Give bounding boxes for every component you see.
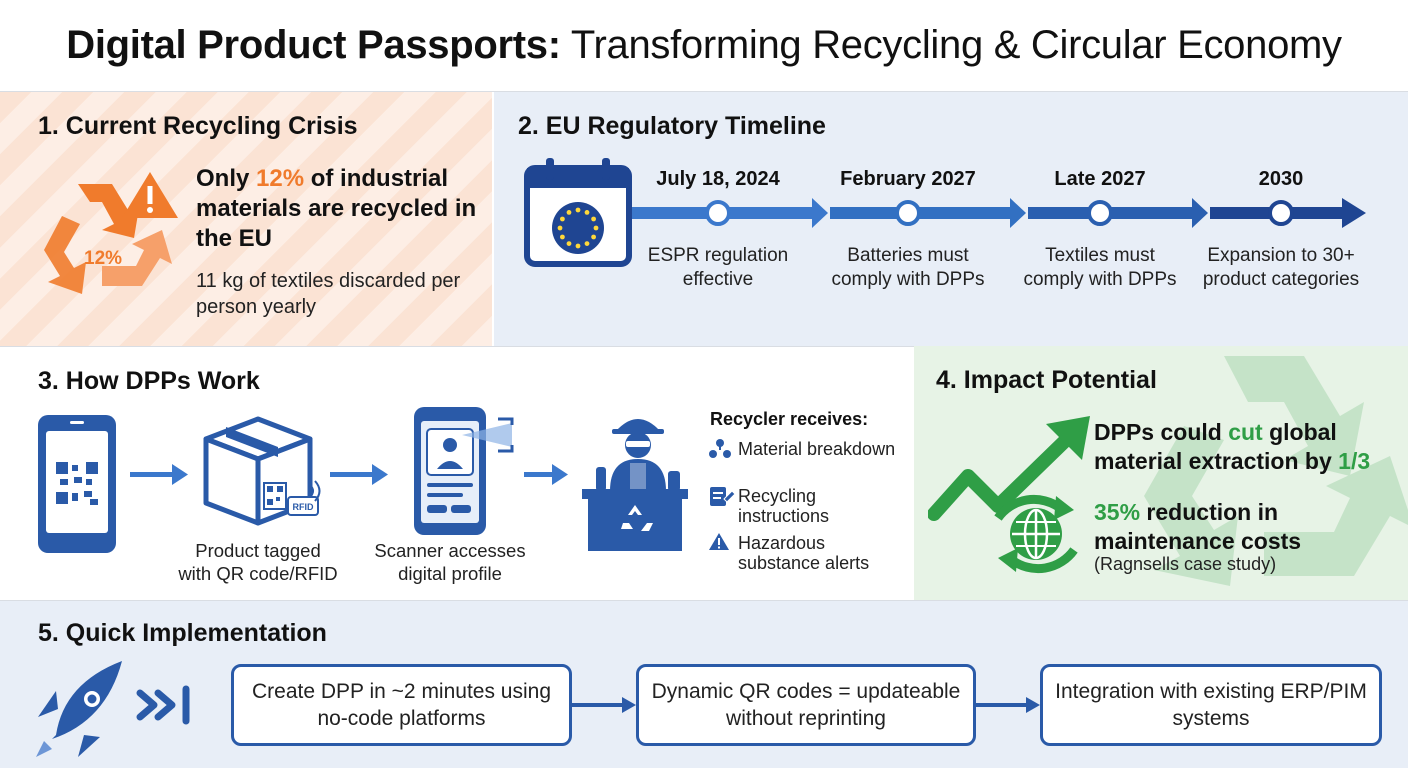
dpp-flow-graphic: RFID — [38, 407, 736, 553]
package-rfid-icon: RFID — [203, 416, 321, 526]
panel-title: 2. EU Regulatory Timeline — [518, 112, 826, 140]
header: Digital Product Passports: Transforming … — [0, 0, 1408, 92]
document-edit-icon — [710, 487, 736, 506]
milestone-desc-3: Textiles must comply with DPPs — [1023, 245, 1177, 290]
impl-arrow-2-shaft — [976, 703, 1028, 707]
timeline-arrow-4 — [1342, 198, 1366, 228]
receiver-item-text: Hazardous substance alerts — [738, 533, 870, 573]
timeline-arrow-2 — [1010, 198, 1026, 228]
globe-cycle-icon — [994, 494, 1078, 574]
hierarchy-icon — [709, 439, 731, 458]
impl-step-box: Dynamic QR codes = updateable without re… — [636, 664, 976, 746]
receiver-item-text: Recycling instructions — [738, 486, 830, 526]
impl-arrow-1-shaft — [572, 703, 624, 707]
panel-eu-timeline: 2. EU Regulatory Timeline — [494, 92, 1408, 346]
panel-recycling-crisis: 1. Current Recycling Crisis 12% Only 12%… — [0, 92, 494, 346]
receiver-item: Recycling instructions — [710, 486, 910, 526]
milestone-date-4: 2030 — [1258, 168, 1304, 190]
rfid-tag-text: RFID — [293, 502, 314, 512]
crisis-headline: Only 12% of industrial materials are rec… — [196, 164, 486, 254]
recycle-icon: 12% — [44, 172, 178, 294]
page-title-bold: Digital Product Passports: — [66, 23, 561, 67]
receiver-item-text: Material breakdown — [738, 439, 896, 459]
impl-step-box: Create DPP in ~2 minutes using no-code p… — [231, 664, 572, 746]
impact-note: (Ragnsells case study) — [1094, 554, 1277, 574]
impact-stat-percent: 35% — [1094, 499, 1141, 525]
timeline-segment-2 — [830, 207, 1014, 219]
impact-stat: 35% reduction in maintenance costs — [1094, 498, 1404, 556]
impl-arrow-1-head — [622, 697, 636, 713]
headline-post: of industrial materials are recycled in … — [196, 165, 477, 252]
impl-arrow-2-head — [1026, 697, 1040, 713]
flow-arrow-1-head — [172, 464, 188, 485]
warning-icon — [122, 172, 178, 218]
trend-up-arrow-icon — [928, 416, 1090, 521]
impact-head-fraction: 1/3 — [1338, 448, 1371, 474]
impact-headline: DPPs could cut global material extractio… — [1094, 418, 1404, 476]
smartphone-qr-icon — [38, 415, 116, 553]
timeline-arrow-1 — [812, 198, 828, 228]
panel-how-dpps-work: 3. How DPPs Work RFID — [0, 346, 914, 600]
panel-quick-implementation: 5. Quick Implementation Create DPP in ~2… — [0, 600, 1408, 768]
step-label-tagging: Product tagged with QR code/RFID — [178, 540, 338, 584]
milestone-desc-2: Batteries must comply with DPPs — [831, 245, 985, 290]
milestone-date-2: February 2027 — [840, 168, 976, 190]
recycle-icon-label: 12% — [84, 248, 122, 269]
panel-impact-potential: 4. Impact Potential DPPs could cut globa… — [914, 346, 1408, 600]
page-title-rest: Transforming Recycling & Circular Econom… — [560, 23, 1342, 67]
flow-arrow-3-head — [552, 464, 568, 485]
milestone-desc-4: Expansion to 30+ product categories — [1202, 245, 1360, 290]
impact-stat-rest: reduction in maintenance costs — [1094, 499, 1302, 554]
panel-title: 1. Current Recycling Crisis — [38, 112, 358, 140]
receiver-item: Hazardous substance alerts — [710, 533, 910, 573]
panel-title: 5. Quick Implementation — [38, 619, 327, 647]
timeline-node-2 — [895, 200, 921, 226]
impact-head-pre: DPPs could — [1094, 419, 1229, 445]
timeline-node-1 — [705, 200, 731, 226]
impact-head-mid: global material extraction by — [1094, 419, 1339, 474]
milestone-date-3: Late 2027 — [1054, 168, 1146, 190]
panel-title: 3. How DPPs Work — [38, 367, 260, 395]
headline-pre: Only — [196, 165, 257, 192]
impl-step-box: Integration with existing ERP/PIM system… — [1040, 664, 1382, 746]
timeline-node-3 — [1087, 200, 1113, 226]
impact-head-cut: cut — [1228, 419, 1263, 445]
timeline-graphic — [624, 198, 1366, 228]
flow-arrow-1-shaft — [130, 472, 174, 477]
eu-calendar-icon — [524, 158, 632, 267]
warning-icon — [709, 533, 729, 550]
receiver-item: Material breakdown — [710, 439, 910, 459]
rocket-icon — [36, 661, 122, 757]
impact-graphic — [928, 416, 1090, 574]
page-title: Digital Product Passports: Transforming … — [66, 23, 1342, 68]
implementation-graphic — [36, 661, 1040, 757]
scanner-phone-icon — [414, 407, 514, 535]
timeline-node-4 — [1268, 200, 1294, 226]
receiver-title: Recycler receives: — [710, 409, 869, 429]
flow-arrow-2-shaft — [330, 472, 374, 477]
flow-arrow-3-shaft — [524, 472, 554, 477]
timeline-arrow-3 — [1192, 198, 1208, 228]
milestone-date-1: July 18, 2024 — [656, 168, 780, 190]
recycler-worker-icon — [582, 419, 688, 551]
recycle-background-icon — [1144, 356, 1408, 586]
milestone-desc-1: ESPR regulation effective — [647, 245, 789, 290]
flow-arrow-2-head — [372, 464, 388, 485]
fast-forward-icon — [136, 685, 190, 725]
crisis-subtext: 11 kg of textiles discarded per person y… — [196, 270, 461, 318]
headline-percent: 12% — [256, 165, 305, 192]
step-label-scanning: Scanner accesses digital profile — [374, 540, 526, 584]
panel-title: 4. Impact Potential — [936, 366, 1157, 394]
